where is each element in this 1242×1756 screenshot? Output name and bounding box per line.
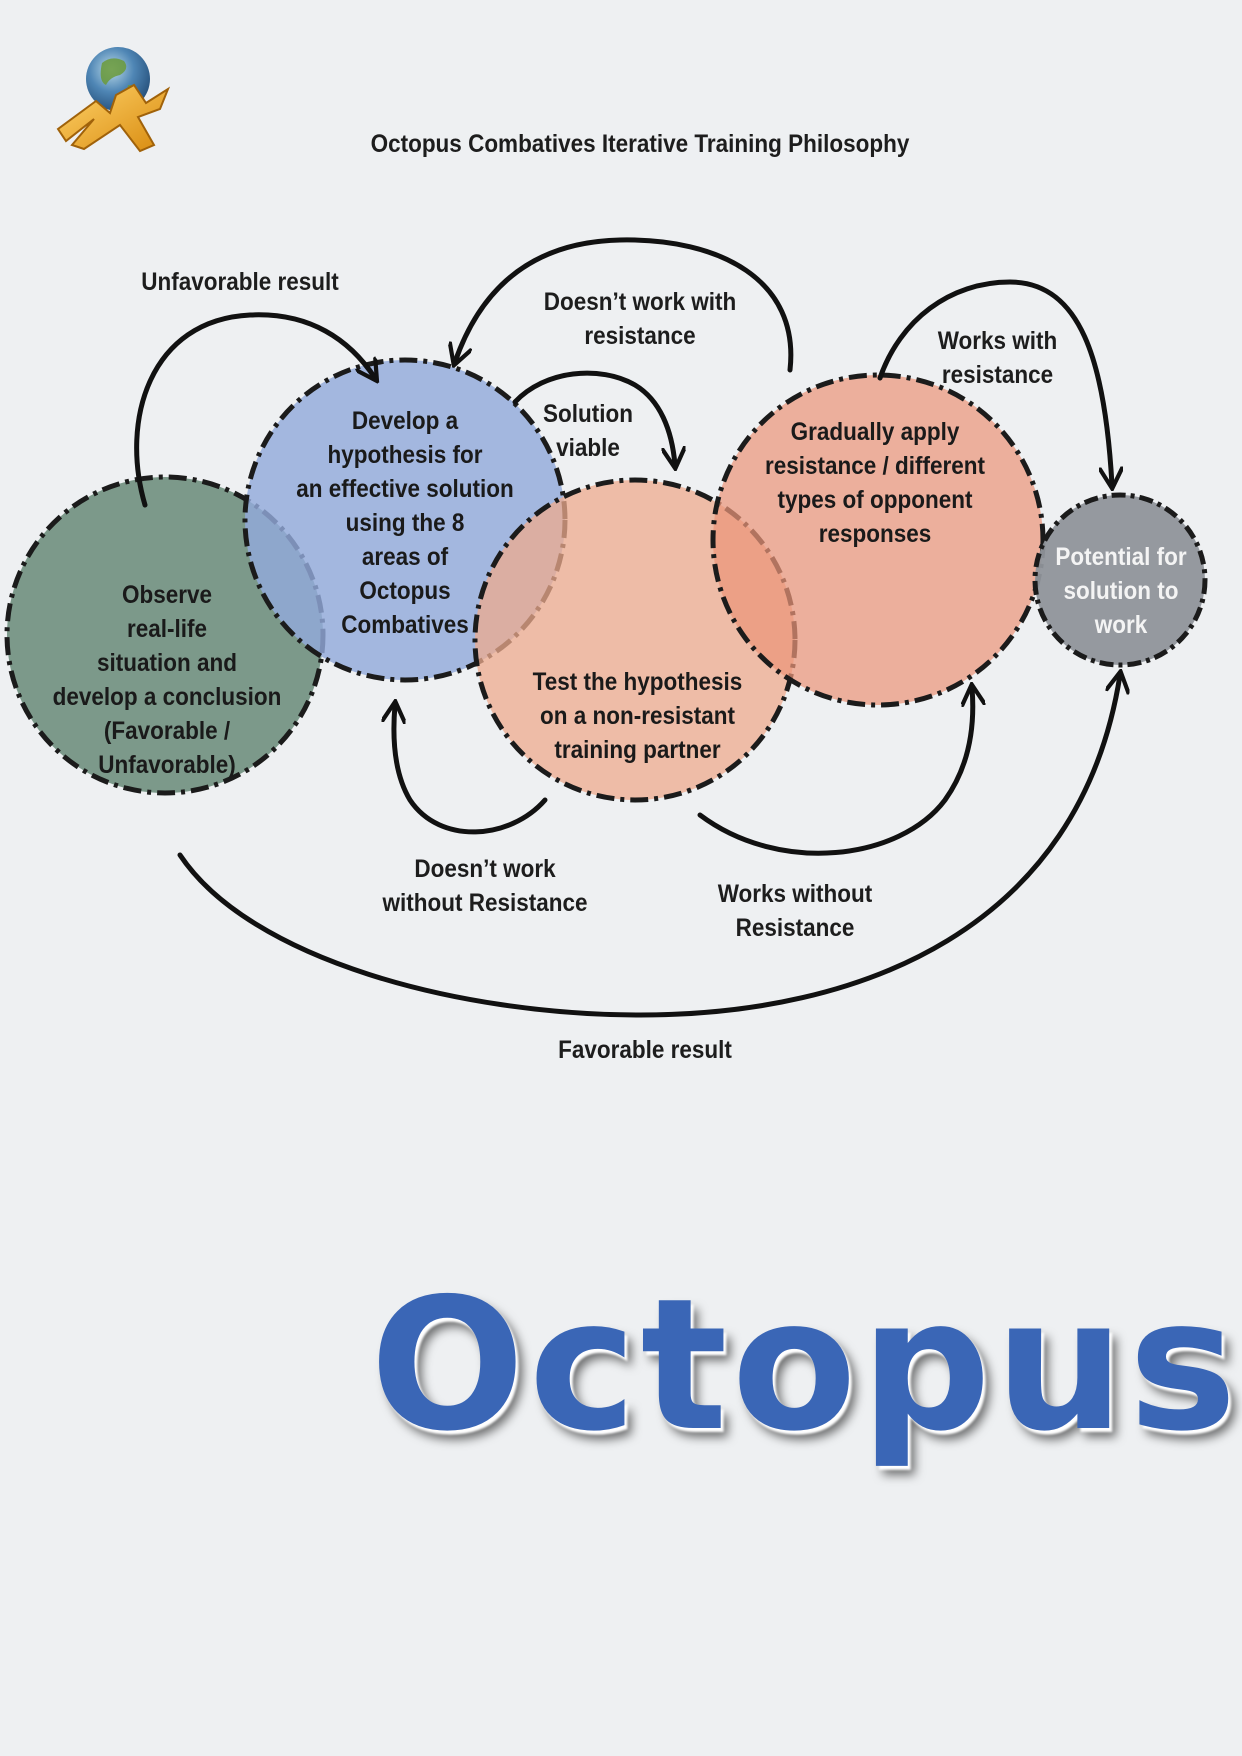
edge-label-doesnt-work-with-resistance: Doesn’t work with resistance xyxy=(543,288,737,350)
diagram-title: Octopus Combatives Iterative Training Ph… xyxy=(370,130,910,158)
gradual-label: Gradually apply resistance / different t… xyxy=(764,418,986,548)
arrow-doesnt-work-without-resistance xyxy=(394,705,548,835)
arrow-unfavorable-result xyxy=(134,312,375,508)
brand-word: Octopus xyxy=(370,1259,1241,1471)
edge-label-works-with-resistance: Works with resistance xyxy=(937,327,1058,389)
gradual-circle xyxy=(710,372,1046,708)
diagram-canvas xyxy=(4,237,1208,1018)
arrow-doesnt-work-with-resistance xyxy=(455,237,794,373)
edge-label-unfavorable-result: Unfavorable result xyxy=(141,268,339,296)
node-circles xyxy=(4,357,1208,803)
develop-label: Develop a hypothesis for an effective so… xyxy=(296,407,514,639)
potential-label: Potential for solution to work xyxy=(1055,543,1187,639)
edge-label-solution-viable: Solution viable xyxy=(543,400,633,462)
arrow-works-without-resistance xyxy=(697,688,973,856)
arrow-solution-viable xyxy=(512,370,675,465)
potential-circle xyxy=(1032,492,1208,668)
test-label: Test the hypothesis on a non-resistant t… xyxy=(532,668,743,764)
observe-label: Observe real-life situation and develop … xyxy=(52,581,282,779)
edge-label-doesnt-work-without-resistance: Doesn’t work without Resistance xyxy=(382,855,588,917)
arrow-favorable-result xyxy=(177,675,1120,1018)
arrow-works-with-resistance xyxy=(877,279,1112,485)
globe-hand-logo-icon xyxy=(56,47,171,153)
flow-arrows xyxy=(134,237,1120,1018)
edge-label-works-without-resistance: Works without Resistance xyxy=(717,880,873,942)
edge-label-favorable-result: Favorable result xyxy=(558,1036,732,1064)
